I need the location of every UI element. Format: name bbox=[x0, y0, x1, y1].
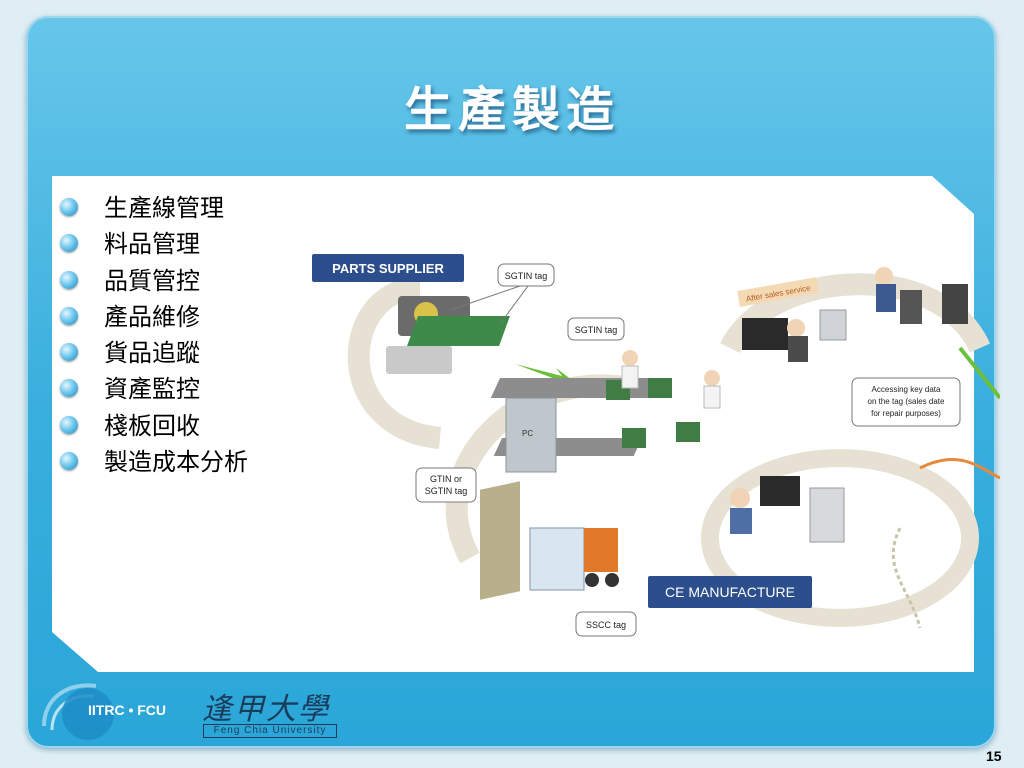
bullet-item: 棧板回收 bbox=[60, 408, 248, 444]
technician-figure bbox=[875, 267, 893, 285]
machine-unit bbox=[648, 378, 672, 398]
parts-supplier-label: PARTS SUPPLIER bbox=[332, 261, 444, 276]
iitrc-logo-icon bbox=[42, 683, 114, 740]
worker-figure bbox=[703, 385, 721, 409]
machine-unit bbox=[676, 422, 700, 442]
optical-drive-icon bbox=[386, 346, 452, 374]
rfid-supply-chain-illustration: PARTS SUPPLIER SGTIN tag SGTIN tag PC GT… bbox=[300, 228, 1000, 668]
sscc-callout bbox=[575, 611, 637, 637]
page-number: 15 bbox=[986, 748, 1002, 764]
bullet-item: 資產監控 bbox=[60, 371, 248, 407]
illustration-svg: PARTS SUPPLIER SGTIN tag SGTIN tag PC GT… bbox=[312, 254, 1000, 637]
sscc-tag-label: SSCC tag bbox=[586, 620, 626, 630]
bullet-list: 生產線管理 料品管理 品質管控 產品維修 貨品追蹤 資產監控 棧板回收 製造成本… bbox=[60, 190, 248, 480]
sgtin-tag-label: SGTIN tag bbox=[505, 271, 548, 281]
gtin-callout bbox=[415, 467, 477, 503]
worker-figure bbox=[622, 350, 638, 366]
bullet-icon bbox=[60, 379, 78, 398]
key-data-label: for repair purposes) bbox=[871, 409, 941, 418]
bullet-item: 生產線管理 bbox=[60, 190, 248, 226]
flow-band bbox=[347, 277, 442, 449]
ce-manufacture-label: CE MANUFACTURE bbox=[665, 584, 795, 600]
device-icon bbox=[900, 290, 922, 324]
forklift-wheel-icon bbox=[585, 573, 599, 587]
key-data-label: on the tag (sales date bbox=[868, 397, 945, 406]
engineer-figure bbox=[730, 508, 752, 534]
machine-unit bbox=[622, 428, 646, 448]
bullet-item: 貨品追蹤 bbox=[60, 335, 248, 371]
bullet-icon bbox=[60, 306, 78, 325]
pallet-boxes bbox=[529, 527, 585, 591]
bullet-icon bbox=[60, 198, 78, 216]
sgtin-callout bbox=[567, 317, 625, 341]
forklift-icon bbox=[584, 528, 618, 572]
forklift-wheel-icon bbox=[605, 573, 619, 587]
worker-figure bbox=[621, 365, 639, 389]
after-sales-banner bbox=[737, 277, 819, 307]
gtin-label: GTIN or bbox=[430, 474, 462, 484]
gtin-label: SGTIN tag bbox=[425, 486, 468, 496]
bullet-icon bbox=[60, 270, 78, 289]
engineer-figure bbox=[730, 488, 750, 508]
bullet-item: 品質管控 bbox=[60, 263, 248, 299]
device-icon bbox=[942, 284, 968, 324]
technician-figure bbox=[787, 319, 805, 337]
circuit-board-icon bbox=[407, 316, 510, 346]
org-name: IITRC • FCU bbox=[88, 702, 167, 718]
pc-cabinet bbox=[505, 397, 557, 473]
bullet-icon bbox=[60, 234, 78, 253]
callout-line bbox=[499, 285, 529, 325]
bullet-icon bbox=[60, 415, 78, 434]
ce-manufacture-box bbox=[648, 576, 812, 608]
university-logo: 逢甲大學 bbox=[202, 692, 330, 727]
bullet-item: 產品維修 bbox=[60, 299, 248, 335]
key-data-label: Accessing key data bbox=[872, 385, 941, 394]
orange-arrow-icon bbox=[919, 457, 1000, 480]
university-name: Feng Chia University bbox=[203, 724, 337, 738]
monitor-icon bbox=[760, 476, 800, 506]
bullet-icon bbox=[60, 452, 78, 471]
pc-label: PC bbox=[522, 429, 533, 438]
sgtin-callout bbox=[497, 263, 555, 287]
parts-supplier-box bbox=[312, 254, 464, 282]
monitor-icon bbox=[742, 318, 788, 350]
green-arrow-icon bbox=[958, 346, 1000, 400]
key-data-callout bbox=[851, 377, 961, 427]
slide-title: 生產製造 bbox=[403, 82, 620, 138]
logo-circle bbox=[62, 688, 114, 740]
bullet-icon bbox=[60, 343, 78, 362]
worker-figure bbox=[704, 370, 720, 386]
flow-band bbox=[701, 449, 979, 627]
callout-line bbox=[449, 285, 521, 311]
bullet-item: 料品管理 bbox=[60, 226, 248, 262]
logo-arc bbox=[42, 683, 97, 727]
cable-path bbox=[891, 527, 922, 629]
server-icon bbox=[809, 487, 845, 543]
sgtin-tag-label: SGTIN tag bbox=[575, 325, 618, 335]
warehouse-door bbox=[480, 481, 520, 600]
technician-figure bbox=[876, 284, 896, 312]
technician-figure bbox=[788, 336, 808, 362]
device-icon bbox=[819, 309, 847, 341]
bullet-item: 製造成本分析 bbox=[60, 444, 248, 480]
